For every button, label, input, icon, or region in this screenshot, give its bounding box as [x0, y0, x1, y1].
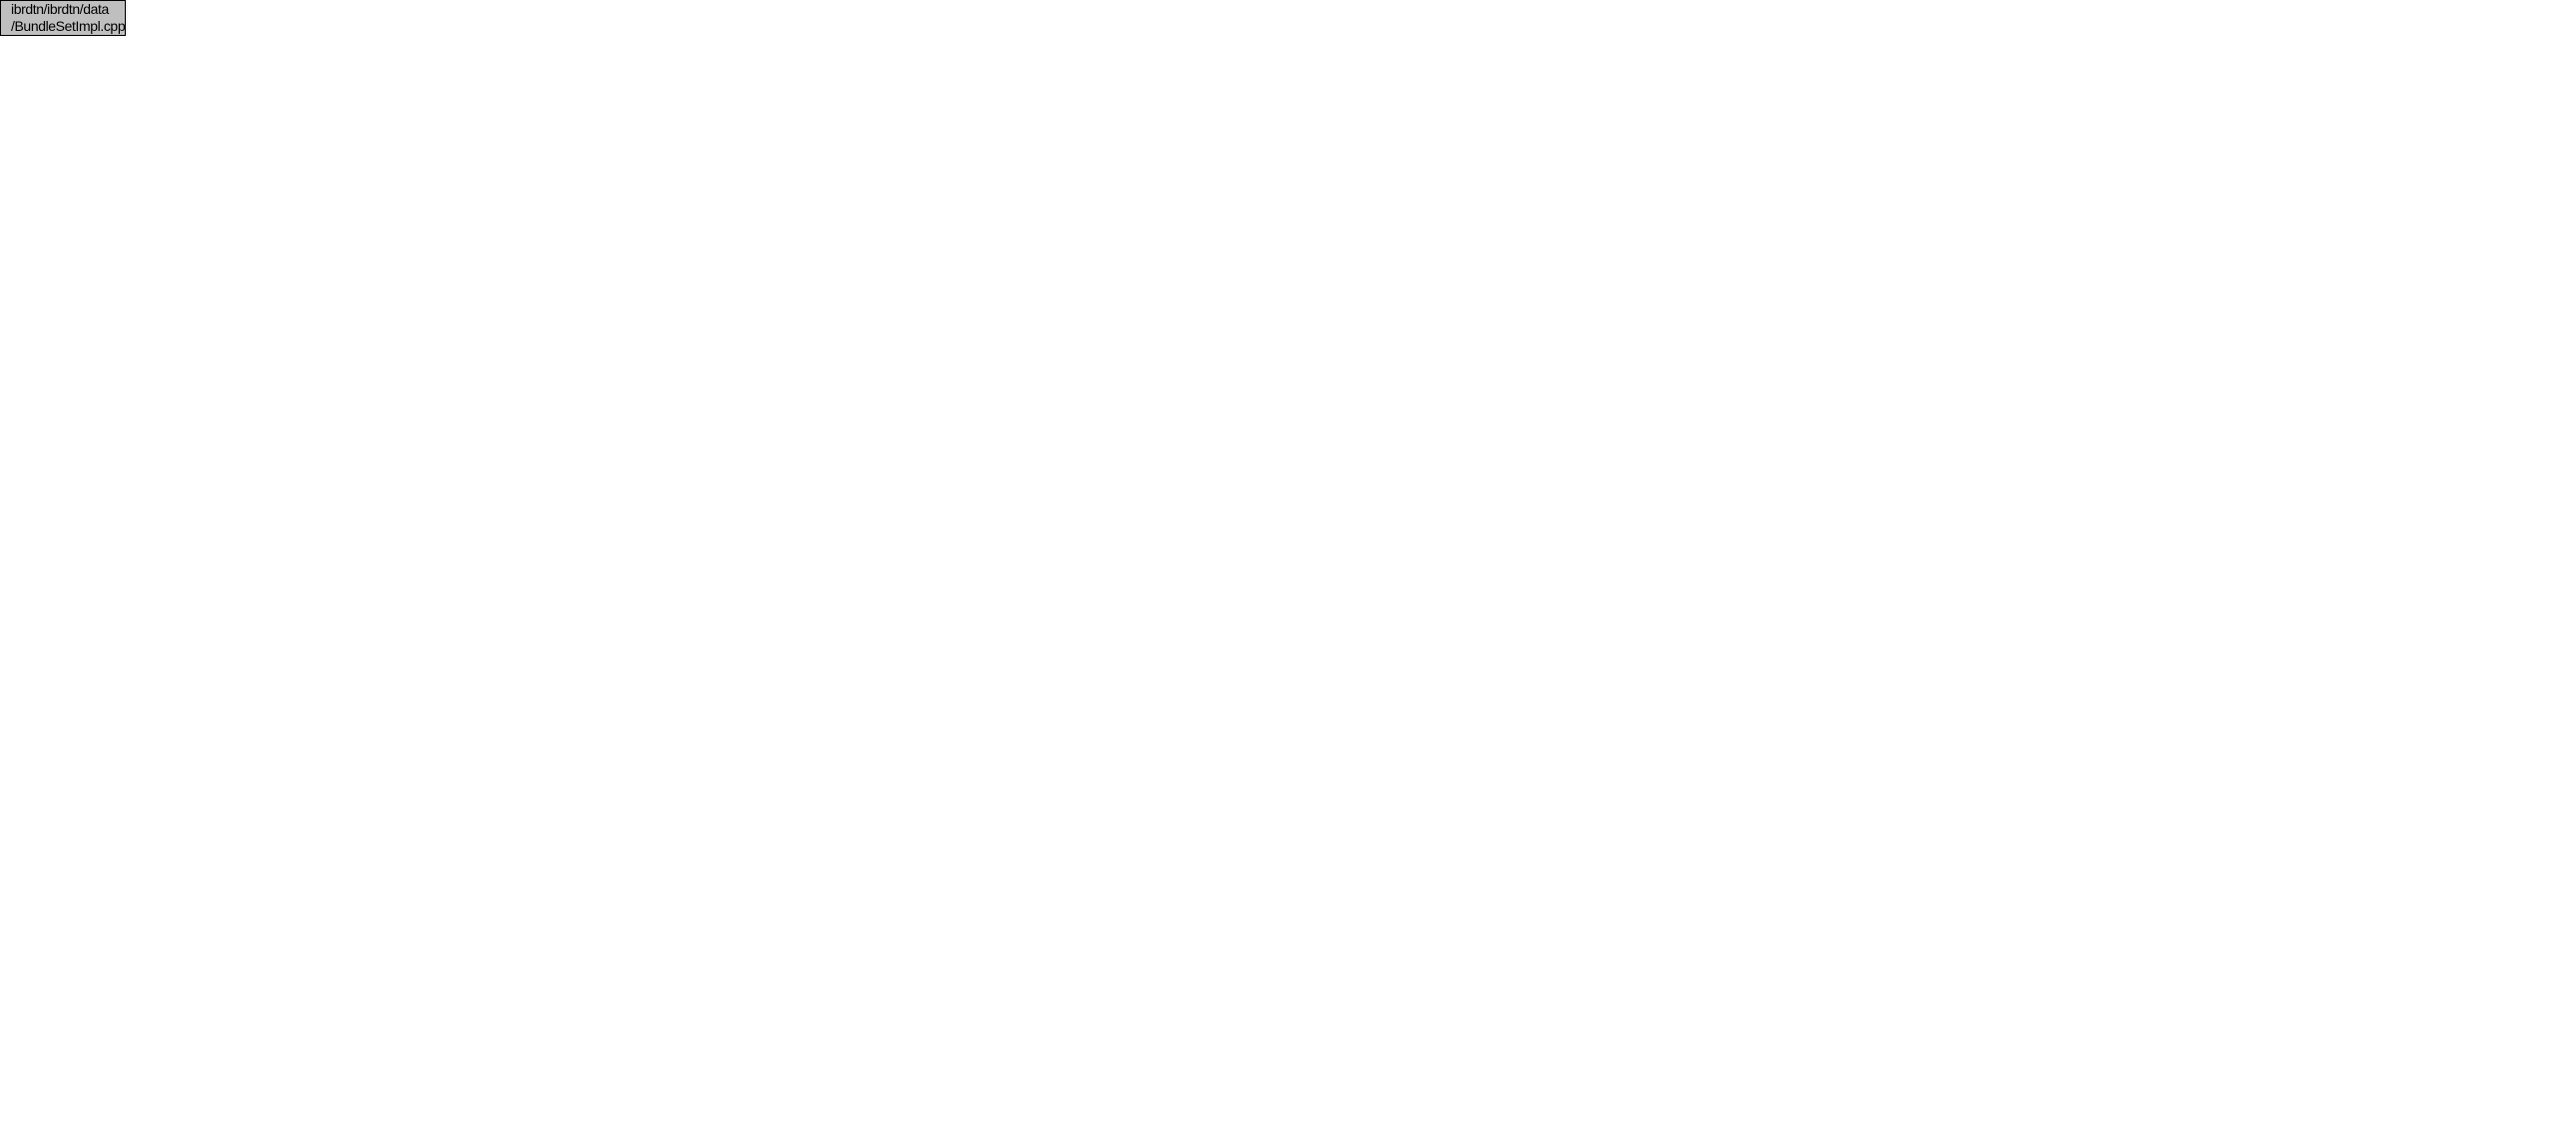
root-file-path: ibrdtn/ibrdtn/data	[11, 1, 109, 17]
root-file-node: ibrdtn/ibrdtn/data /BundleSetImpl.cpp	[0, 0, 127, 36]
root-file-name: /BundleSetImpl.cpp	[11, 18, 126, 34]
